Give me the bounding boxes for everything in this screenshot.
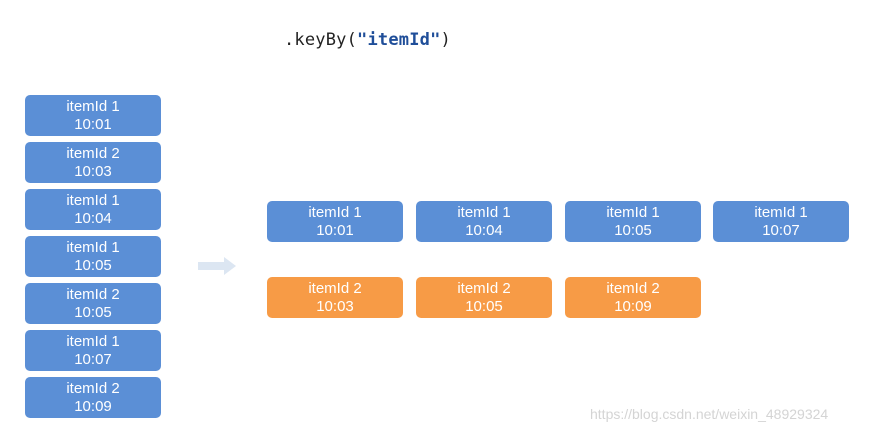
- event-item-id: itemId 1: [308, 203, 362, 221]
- partition-2-event-box: itemId 2 10:03: [267, 277, 403, 318]
- event-time: 10:04: [465, 221, 503, 239]
- input-event-box: itemId 2 10:03: [25, 142, 161, 183]
- event-item-id: itemId 1: [457, 203, 511, 221]
- event-item-id: itemId 2: [66, 285, 120, 303]
- event-time: 10:05: [74, 303, 112, 321]
- event-time: 10:05: [465, 297, 503, 315]
- partition-2-event-box: itemId 2 10:05: [416, 277, 552, 318]
- event-time: 10:01: [316, 221, 354, 239]
- event-item-id: itemId 1: [66, 191, 120, 209]
- code-suffix: ): [440, 30, 451, 50]
- event-time: 10:05: [74, 256, 112, 274]
- event-time: 10:03: [316, 297, 354, 315]
- event-time: 10:01: [74, 115, 112, 133]
- input-event-box: itemId 1 10:01: [25, 95, 161, 136]
- watermark: https://blog.csdn.net/weixin_48929324: [590, 406, 829, 422]
- keyby-code-title: .keyBy("itemId"): [284, 30, 451, 50]
- input-event-box: itemId 2 10:05: [25, 283, 161, 324]
- input-event-box: itemId 1 10:04: [25, 189, 161, 230]
- partition-1-event-box: itemId 1 10:07: [713, 201, 849, 242]
- event-item-id: itemId 1: [66, 97, 120, 115]
- event-item-id: itemId 2: [457, 279, 511, 297]
- input-event-box: itemId 1 10:05: [25, 236, 161, 277]
- event-time: 10:07: [762, 221, 800, 239]
- code-prefix: .keyBy(: [284, 30, 358, 50]
- partition-1-event-box: itemId 1 10:01: [267, 201, 403, 242]
- event-item-id: itemId 2: [308, 279, 362, 297]
- partition-1-event-box: itemId 1 10:05: [565, 201, 701, 242]
- event-item-id: itemId 2: [66, 144, 120, 162]
- event-time: 10:09: [614, 297, 652, 315]
- event-item-id: itemId 1: [66, 238, 120, 256]
- input-event-box: itemId 2 10:09: [25, 377, 161, 418]
- event-item-id: itemId 2: [66, 379, 120, 397]
- event-time: 10:03: [74, 162, 112, 180]
- event-item-id: itemId 1: [66, 332, 120, 350]
- event-item-id: itemId 2: [606, 279, 660, 297]
- event-time: 10:07: [74, 350, 112, 368]
- code-argument: "itemId": [357, 30, 441, 50]
- event-item-id: itemId 1: [754, 203, 808, 221]
- event-item-id: itemId 1: [606, 203, 660, 221]
- event-time: 10:09: [74, 397, 112, 415]
- partition-1-event-box: itemId 1 10:04: [416, 201, 552, 242]
- event-time: 10:04: [74, 209, 112, 227]
- input-event-box: itemId 1 10:07: [25, 330, 161, 371]
- event-time: 10:05: [614, 221, 652, 239]
- right-arrow-icon: [198, 257, 236, 275]
- partition-2-event-box: itemId 2 10:09: [565, 277, 701, 318]
